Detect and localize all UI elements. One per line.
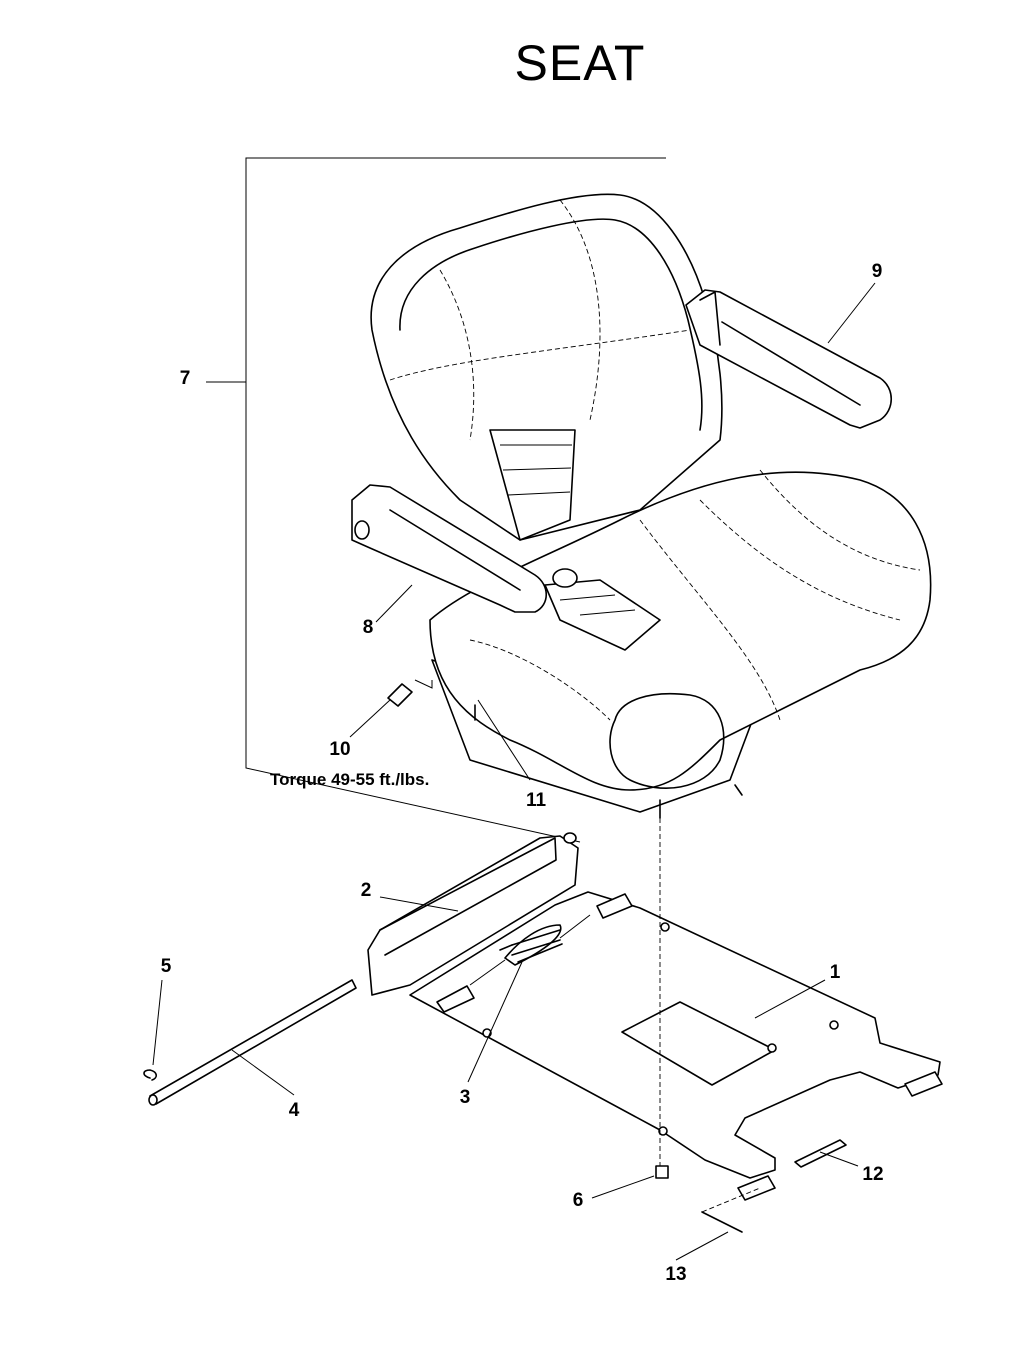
callout-1: 1 — [830, 962, 841, 983]
seat-spring — [469, 914, 591, 986]
cotter-pin — [701, 1211, 743, 1233]
plate-bushings — [436, 893, 943, 1201]
pivot-rod — [148, 979, 357, 1106]
callout-5: 5 — [161, 956, 172, 977]
seat-illustration — [370, 193, 932, 819]
callout-4: 4 — [289, 1100, 300, 1121]
seat-slide-rail — [367, 832, 579, 996]
page-title: SEAT — [515, 35, 646, 91]
callout-6: 6 — [573, 1190, 584, 1211]
flange-nut — [655, 1165, 669, 1179]
callout-12: 12 — [862, 1164, 883, 1185]
seat-assembly-bracket — [206, 157, 666, 843]
callout-7: 7 — [180, 368, 191, 389]
torque-note: Torque 49-55 ft./lbs. — [270, 770, 429, 789]
right-armrest — [685, 289, 893, 429]
clevis-pin — [794, 1139, 847, 1168]
callout-8: 8 — [363, 617, 374, 638]
retaining-clip — [143, 1069, 158, 1081]
callout-11: 11 — [526, 790, 547, 811]
callout-2: 2 — [361, 880, 372, 901]
left-armrest — [351, 484, 548, 613]
callout-10: 10 — [329, 739, 350, 760]
leader-lines — [152, 282, 876, 1261]
bolt-part-10 — [387, 679, 433, 707]
callout-13: 13 — [665, 1264, 686, 1285]
callout-9: 9 — [872, 261, 883, 282]
seat-base-plate — [409, 891, 941, 1179]
callout-3: 3 — [460, 1087, 471, 1108]
